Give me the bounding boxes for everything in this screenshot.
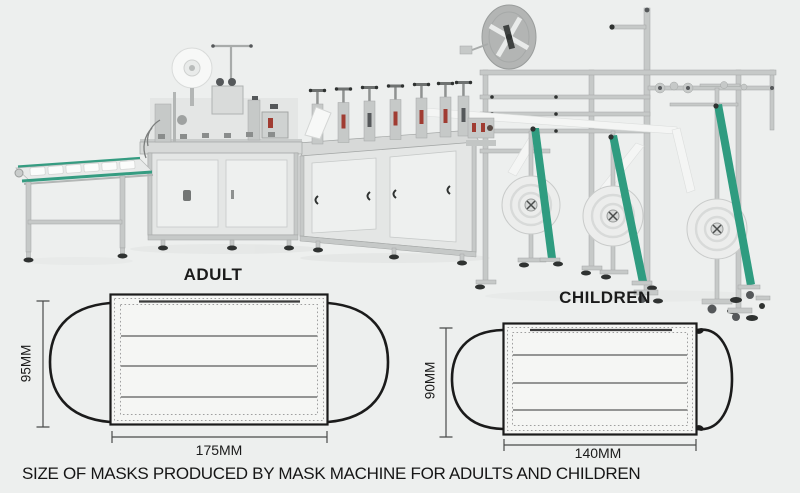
nose-wire-unit [143, 44, 289, 159]
adult-height-label: 95MM [18, 344, 34, 383]
output-conveyor [14, 156, 154, 263]
adult-label: ADULT [183, 265, 243, 284]
tension-strap-1 [530, 126, 563, 267]
fabric-roll-3 [686, 87, 748, 314]
adult-width-dimension [111, 431, 328, 443]
children-height-label: 90MM [422, 361, 438, 400]
adult-height-dimension [36, 300, 50, 428]
tension-strap-3 [713, 103, 761, 303]
adult-pleats [121, 335, 317, 398]
adult-left-ear-loop [48, 301, 112, 424]
children-pleats [513, 354, 687, 411]
children-height-dimension [439, 327, 453, 438]
masks-on-belt [29, 160, 136, 177]
unwinder-rack [479, 7, 777, 311]
children-right-ear-loop [695, 328, 734, 431]
rack-feet [475, 265, 771, 321]
children-label: CHILDREN [559, 288, 651, 307]
white-guide-chute [304, 106, 332, 140]
children-left-ear-loop [450, 328, 505, 431]
machine-right-module [297, 129, 481, 266]
pinwheel-disc [459, 4, 537, 70]
adult-right-ear-loop [326, 301, 390, 424]
folding-unit-brackets [304, 80, 496, 146]
caption: SIZE OF MASKS PRODUCED BY MASK MACHINE F… [22, 464, 641, 483]
children-mask-diagram [439, 322, 734, 451]
tension-strap-2 [608, 134, 657, 291]
children-width-dimension [503, 439, 697, 451]
rail-roller-hardware [654, 81, 774, 94]
adult-width-label: 175MM [195, 442, 243, 458]
children-width-label: 140MM [574, 445, 622, 461]
ground-shadows [23, 244, 765, 302]
adult-mask-diagram [36, 293, 390, 443]
